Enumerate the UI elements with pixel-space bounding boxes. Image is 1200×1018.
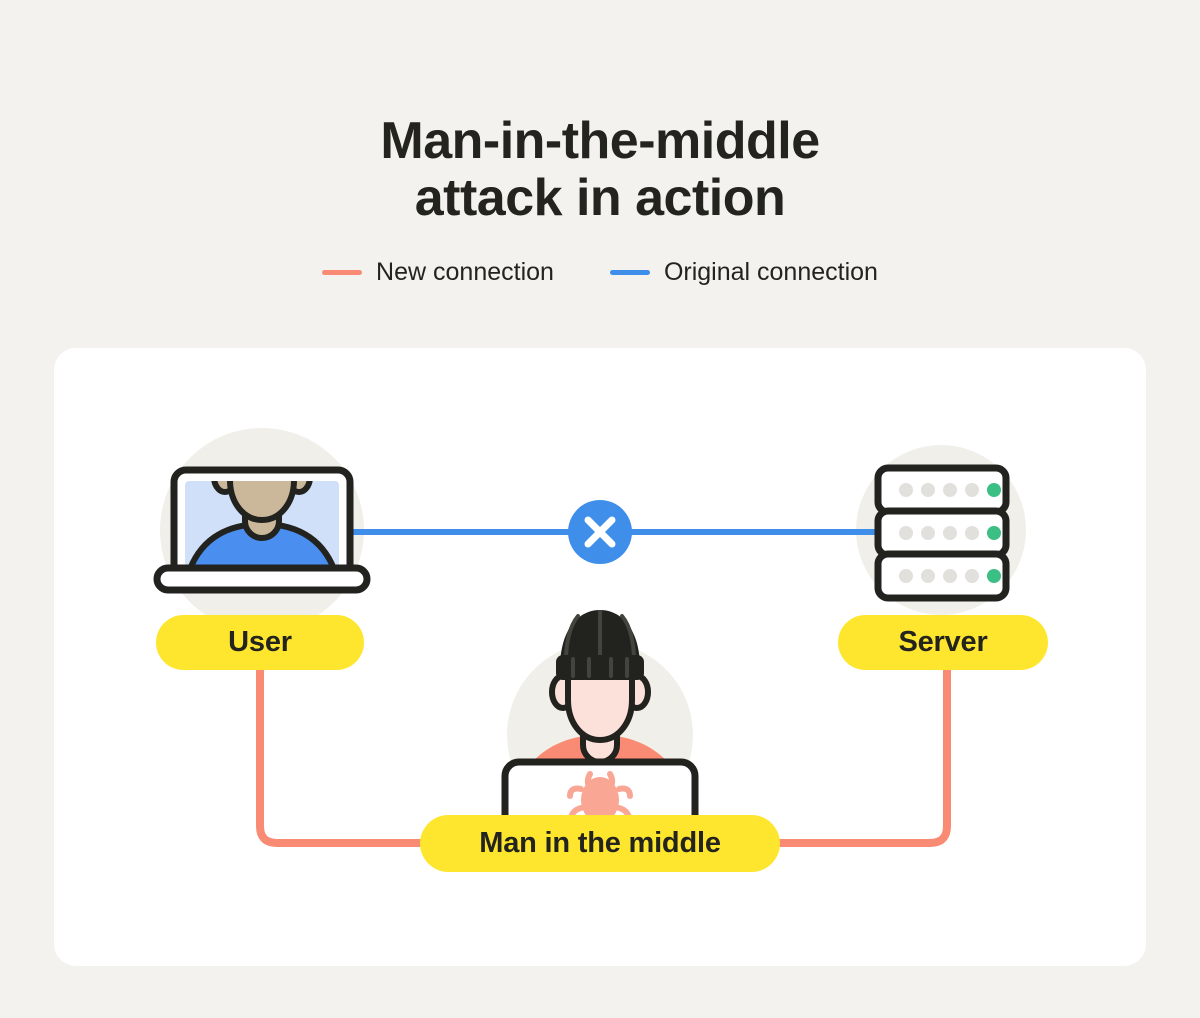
bug-leg-upper-left [567, 785, 584, 799]
node-label-user-text: User [228, 626, 292, 658]
user-head [227, 481, 297, 524]
bug-antenna-right [605, 771, 616, 793]
user-laptop-base [153, 564, 371, 594]
server-led [965, 569, 979, 583]
server-led [943, 569, 957, 583]
legend-item-original-connection: Original connection [609, 258, 878, 287]
node-label-server-text: Server [898, 626, 988, 658]
server-led [899, 526, 913, 540]
server-rack-icon [874, 464, 1010, 602]
bug-antenna-left [584, 771, 595, 793]
line-swatch-icon [609, 270, 650, 275]
server-led-active [987, 569, 1001, 583]
new-connection-attacker-to-server [726, 656, 951, 847]
server-led [899, 483, 913, 497]
laptop-user-icon [153, 466, 371, 594]
server-led-active [987, 526, 1001, 540]
beanie-cuff [556, 655, 644, 680]
legend-label-original-connection: Original connection [663, 258, 878, 286]
legend-label-new-connection: New connection [376, 258, 554, 286]
page-title-line-2: attack in action [414, 169, 786, 228]
node-label-user: User [156, 615, 364, 670]
bug-leg-upper-right [616, 785, 633, 799]
x-mark [584, 516, 616, 548]
server-led [943, 483, 957, 497]
server-led [921, 526, 935, 540]
legend-item-new-connection: New connection [322, 258, 554, 287]
page-title: Man-in-the-middle attack in action [0, 111, 1200, 228]
server-unit [874, 507, 1010, 559]
legend: New connection Original connection [0, 258, 1200, 287]
node-label-attacker: Man in the middle [420, 815, 780, 872]
server-led [921, 569, 935, 583]
server-led-active [987, 483, 1001, 497]
new-connection-user-to-attacker [256, 656, 474, 847]
new-connection-path-group [256, 656, 951, 847]
node-label-server: Server [838, 615, 1048, 670]
server-unit [874, 550, 1010, 602]
beanie-cuff-ribs [571, 657, 629, 678]
server-led [943, 526, 957, 540]
node-label-attacker-text: Man in the middle [479, 827, 721, 859]
x-circle-icon [568, 500, 632, 564]
page-title-line-1: Man-in-the-middle [380, 111, 820, 170]
server-led [965, 526, 979, 540]
server-led [899, 569, 913, 583]
server-unit [874, 464, 1010, 516]
server-led [921, 483, 935, 497]
line-swatch-icon [322, 270, 363, 275]
server-led [965, 483, 979, 497]
